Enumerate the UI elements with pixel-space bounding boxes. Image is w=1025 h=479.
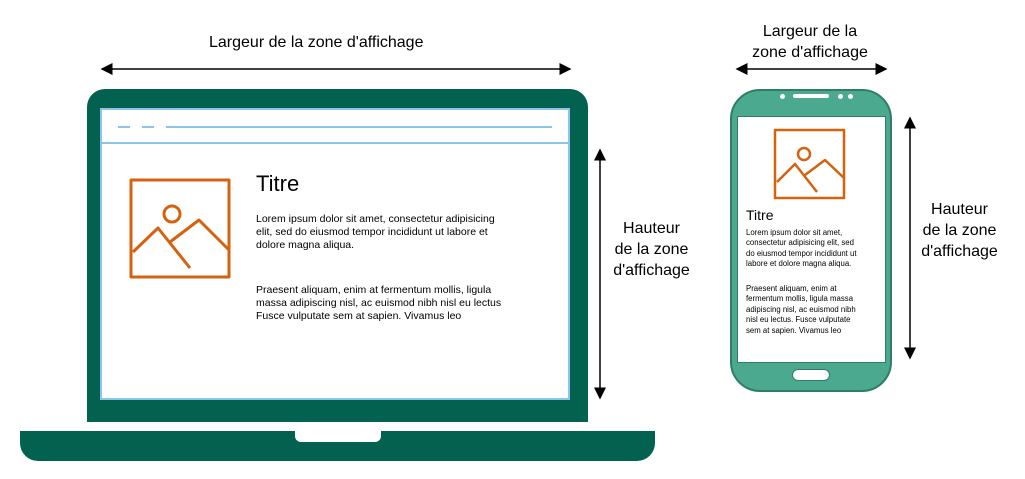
- phone-home-button: [792, 369, 830, 381]
- phone-sensor-dot: [848, 94, 853, 99]
- image-icon: [129, 178, 231, 279]
- phone-paragraph-2: Praesent aliquam, enim at fermentum moll…: [746, 284, 856, 335]
- phone-speaker: [793, 94, 829, 98]
- laptop-paragraph-2: Praesent aliquam, enim at fermentum moll…: [256, 284, 502, 322]
- laptop-content-title: Titre: [256, 171, 300, 196]
- laptop-paragraph-1: Lorem ipsum dolor sit amet, consectetur …: [256, 213, 495, 251]
- image-icon: [773, 128, 846, 200]
- phone-height-label: Hauteur de la zone d'affichage: [921, 201, 998, 260]
- phone-width-label: Largeur de la zone d'affichage: [752, 23, 868, 61]
- phone-paragraph-1: Lorem ipsum dolor sit amet, consectetur …: [746, 228, 857, 269]
- phone-sensor-dot: [780, 94, 785, 99]
- laptop-height-label: Hauteur de la zone d'affichage: [613, 220, 690, 279]
- laptop-notch: [295, 431, 381, 442]
- phone-screen: [737, 116, 886, 363]
- laptop-width-label: Largeur de la zone d'affichage: [209, 34, 424, 51]
- phone-sensor-dot: [838, 94, 843, 99]
- phone-content-title: Titre: [746, 207, 774, 223]
- browser-address-bar: [101, 126, 569, 144]
